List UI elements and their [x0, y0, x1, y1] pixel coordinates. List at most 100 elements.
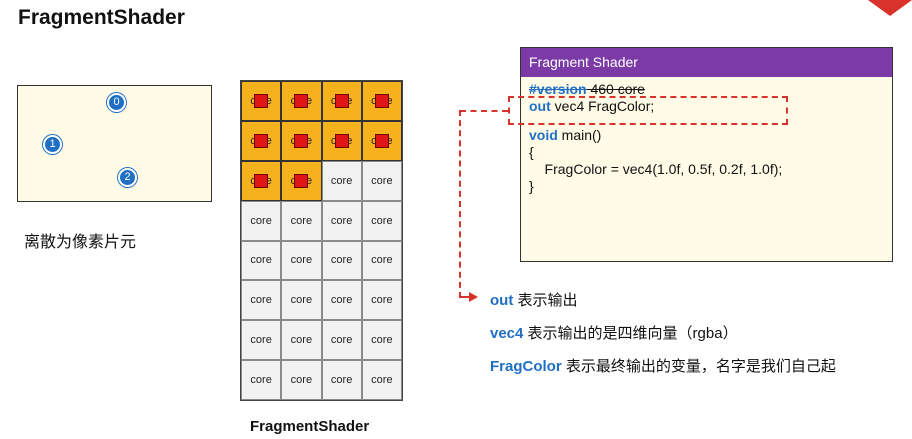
note-out-text: 表示输出 — [513, 292, 578, 309]
core-cell-label: core — [250, 334, 272, 347]
core-cell-label: core — [330, 254, 353, 267]
grid-caption: FragmentShader — [250, 418, 370, 435]
core-cell-label: core — [371, 254, 393, 267]
core-cell: core — [321, 360, 362, 400]
note-vec4-text: 表示输出的是四维向量（rgba） — [523, 325, 738, 342]
note-vec4-keyword: vec4 — [490, 325, 524, 342]
core-cell-label: core — [250, 374, 272, 387]
core-cell-active: core — [241, 160, 282, 201]
core-cell-label: core — [250, 294, 272, 307]
core-cell: core — [241, 200, 282, 241]
raster-caption: 离散为像素片元 — [24, 234, 137, 251]
code-line-version: #version 460 core — [529, 81, 884, 98]
core-cell-active: core — [281, 81, 322, 121]
core-cell-label: core — [330, 294, 353, 307]
core-cell-label: core — [371, 374, 393, 387]
note-fragcolor-keyword: FragColor — [490, 358, 562, 375]
vertex-0: 0 — [107, 93, 126, 112]
code-void-rest: main() — [557, 127, 602, 143]
code-out-rest: vec4 FragColor; — [550, 98, 655, 114]
core-cell-active: core — [361, 81, 402, 121]
core-cell: core — [281, 200, 322, 241]
shader-panel-title: Fragment Shader — [521, 48, 892, 77]
fragment-chip-icon — [294, 173, 309, 188]
callout-line-top — [460, 110, 508, 112]
core-cell-label: core — [290, 334, 313, 347]
shader-code: #version 460 core out vec4 FragColor; vo… — [521, 77, 892, 199]
core-cell-label: core — [371, 334, 393, 347]
core-cell: core — [361, 200, 402, 241]
callout-arrow-icon — [469, 292, 478, 302]
fragment-chip-icon — [334, 93, 349, 108]
fragment-chip-icon — [294, 93, 309, 108]
vertex-1: 1 — [43, 135, 62, 154]
core-cell: core — [321, 240, 362, 281]
code-line-main: void main() — [529, 127, 884, 144]
core-cell: core — [281, 280, 322, 321]
core-cell-label: core — [371, 174, 393, 187]
page-title: FragmentShader — [18, 6, 185, 29]
core-cell-label: core — [250, 214, 272, 227]
core-cell-label: core — [371, 294, 393, 307]
code-out-keyword: out — [529, 98, 551, 114]
code-open-brace: { — [529, 144, 534, 160]
core-cell-label: core — [290, 254, 313, 267]
core-cell: core — [241, 320, 282, 361]
core-cell: core — [241, 360, 282, 400]
core-cell: core — [241, 240, 282, 281]
core-cell: core — [241, 280, 282, 321]
core-cell-label: core — [330, 374, 353, 387]
fragment-chip-icon — [334, 133, 349, 148]
raster-panel: 0 1 2 — [17, 85, 212, 202]
fragment-chip-icon — [254, 133, 269, 148]
core-cell: core — [321, 200, 362, 241]
core-cell: core — [281, 240, 322, 281]
core-cell: core — [281, 320, 322, 361]
core-cell-active: core — [241, 120, 282, 161]
fragment-chip-icon — [374, 93, 389, 108]
core-cell-active: core — [281, 120, 322, 161]
vertex-2: 2 — [118, 168, 137, 187]
core-cell-active: core — [281, 160, 322, 201]
core-cell-label: core — [330, 174, 353, 187]
core-cell-label: core — [330, 334, 353, 347]
code-void-keyword: void — [529, 127, 558, 143]
core-cell: core — [361, 280, 402, 321]
code-line-out: out vec4 FragColor; — [529, 98, 884, 115]
core-cell: core — [361, 320, 402, 361]
callout-line-vertical — [459, 110, 461, 298]
core-cell-active: core — [321, 120, 362, 161]
core-cell-active: core — [321, 81, 362, 121]
core-cell: core — [321, 160, 362, 201]
core-cell: core — [321, 280, 362, 321]
callout-line-bottom — [460, 296, 472, 298]
core-cell-label: core — [371, 214, 393, 227]
core-cell-label: core — [250, 254, 272, 267]
code-version-rest: 460 core — [586, 81, 645, 97]
core-cell-label: core — [290, 214, 313, 227]
core-cell-label: core — [290, 374, 313, 387]
core-cell-active: core — [361, 120, 402, 161]
note-vec4: vec4 表示输出的是四维向量（rgba） — [490, 322, 738, 343]
out-line-highlight — [508, 96, 788, 125]
code-version-keyword: #version — [529, 81, 587, 97]
shader-code-panel: Fragment Shader #version 460 core out ve… — [520, 47, 893, 262]
note-fragcolor-text: 表示最终输出的变量，名字是我们自己起 — [561, 358, 836, 375]
code-close-brace: } — [529, 178, 534, 194]
core-cell: core — [361, 160, 402, 201]
core-cell: core — [281, 360, 322, 400]
corner-mark-icon — [868, 0, 912, 16]
note-fragcolor: FragColor 表示最终输出的变量，名字是我们自己起 — [490, 355, 836, 376]
core-cell-label: core — [290, 294, 313, 307]
note-out: out 表示输出 — [490, 289, 578, 310]
fragment-chip-icon — [254, 93, 269, 108]
core-cell: core — [321, 320, 362, 361]
fragment-chip-icon — [374, 133, 389, 148]
core-cell: core — [361, 360, 402, 400]
fragment-chip-icon — [294, 133, 309, 148]
core-cell-active: core — [241, 81, 282, 121]
core-cell-label: core — [330, 214, 353, 227]
core-cell: core — [361, 240, 402, 281]
note-out-keyword: out — [490, 292, 514, 309]
